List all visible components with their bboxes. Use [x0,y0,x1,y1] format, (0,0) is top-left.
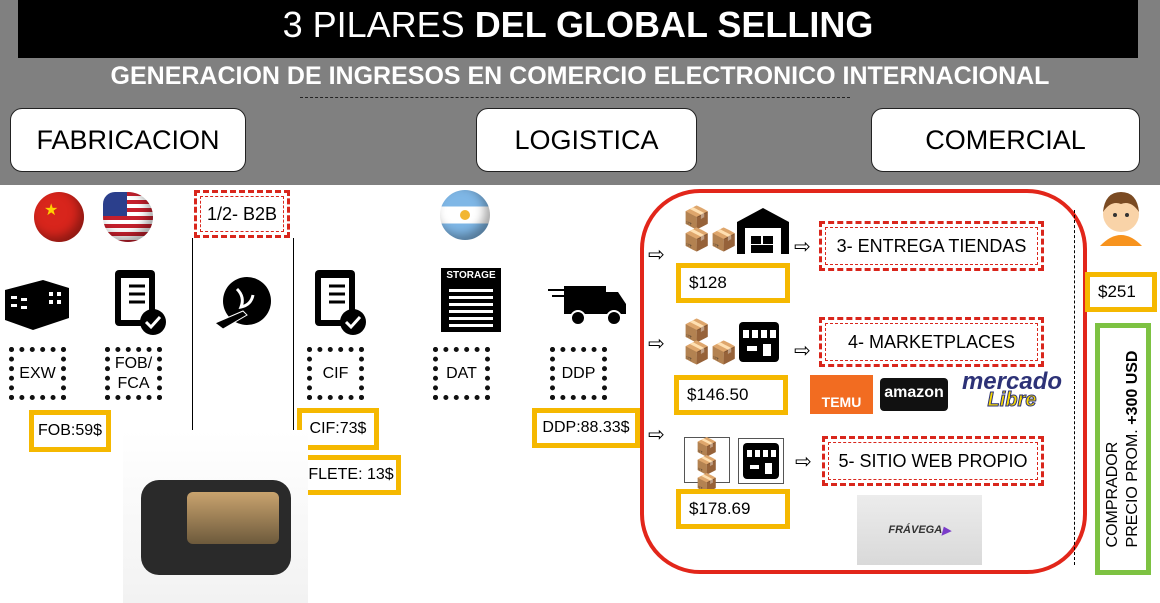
arrow-icon: ⇨ [794,340,811,362]
storage-label: STORAGE [446,270,496,281]
boxes-icon: 📦📦📦 [683,318,738,365]
title-bold: DEL GLOBAL SELLING [474,4,874,45]
delivery-truck-icon [548,282,628,328]
commercial-channels-box [640,189,1087,574]
temu-logo: TEMU [810,375,873,414]
argentina-flag-icon [440,190,490,240]
buyer-avatar-icon [1096,190,1146,246]
page-title: 3 PILARES DEL GLOBAL SELLING [18,0,1138,58]
clipboard-check-icon [308,262,372,336]
cif-price: CIF:73$ [297,408,379,450]
store-icon [738,438,784,484]
usa-flag-icon [103,192,153,242]
channel-price: $178.69 [676,489,790,529]
globe-plane-icon [208,275,278,335]
pillar-comercial: COMERCIAL [871,108,1140,172]
arrow-icon: ⇨ [648,244,665,266]
fravega-logo: FRÁVEGA▶ [857,495,982,565]
boxes-icon: 📦📦📦 [684,437,730,492]
ddp-price: DDP:88.33$ [532,408,640,448]
buyer-avg-price: PRECIO PROM. +300 USD [1124,350,1141,548]
channel-marketplaces: 4- MARKETPLACES [819,317,1044,367]
channel-price: $146.50 [674,375,788,415]
oven-product-image [123,430,308,603]
title-light: 3 PILARES [282,4,475,45]
buyer-price: $251 [1085,272,1157,312]
incoterm-exw: EXW [9,347,66,400]
incoterm-fob-fca: FOB/ FCA [105,347,162,400]
arrow-icon: ⇨ [794,236,811,258]
clipboard-check-icon [108,262,172,336]
buyer-info-box: COMPRADOR PRECIO PROM. +300 USD [1095,323,1151,575]
store-icon [737,320,781,364]
channel-price: $128 [676,263,790,303]
china-flag-icon: ★ [34,192,84,242]
pillar-fabricacion: FABRICACION [10,108,246,172]
pillar-logistica: LOGISTICA [476,108,697,172]
subtitle: GENERACION DE INGRESOS EN COMERCIO ELECT… [110,62,1050,90]
divider-line [293,238,294,468]
incoterm-ddp: DDP [550,347,607,400]
incoterm-cif: CIF [307,347,364,400]
arrow-icon: ⇨ [648,424,665,446]
arrow-icon: ⇨ [648,333,665,355]
boxes-icon: 📦📦📦 [683,205,738,252]
buyer-label: COMPRADOR [1104,441,1121,548]
amazon-logo: amazon [880,378,948,411]
b2b-label: 1/2- B2B [194,190,290,238]
channel-sitio-web: 5- SITIO WEB PROPIO [822,436,1044,486]
divider-line [192,238,193,468]
warehouse-icon [737,208,789,254]
fob-price: FOB:59$ [29,410,111,452]
channel-entrega-tiendas: 3- ENTREGA TIENDAS [819,221,1044,271]
flete-price: FLETE: 13$ [301,455,401,495]
divider-line [1074,210,1075,565]
storage-icon: STORAGE [441,268,501,332]
arrow-icon: ⇨ [795,451,812,473]
divider [300,97,850,98]
incoterm-dat: DAT [433,347,490,400]
factory-icon [3,268,69,334]
